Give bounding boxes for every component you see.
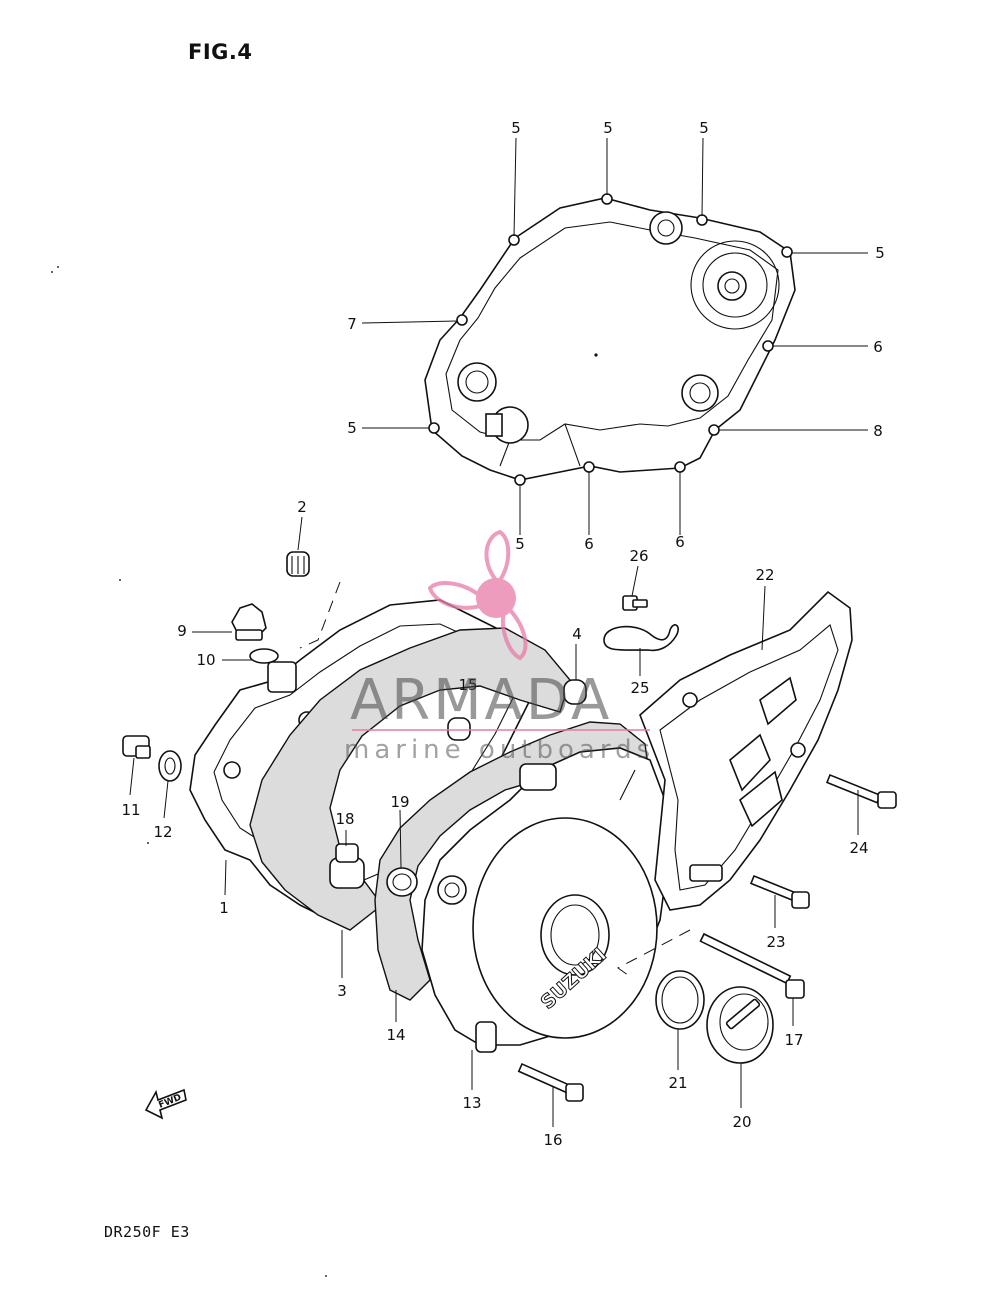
drain-plug-18 bbox=[329, 843, 365, 889]
label-21: 21 bbox=[668, 1074, 687, 1092]
timing-plug-20 bbox=[706, 986, 774, 1064]
label-5-bottom: 5 bbox=[515, 535, 525, 553]
model-code: DR250F E3 bbox=[104, 1223, 190, 1241]
label-18: 18 bbox=[335, 810, 354, 828]
label-5-top-3: 5 bbox=[699, 119, 709, 137]
label-5-right: 5 bbox=[875, 244, 885, 262]
bolt-17 bbox=[699, 932, 805, 999]
label-5-top-1: 5 bbox=[511, 119, 521, 137]
label-12: 12 bbox=[153, 823, 172, 841]
gasket-3 bbox=[249, 627, 571, 931]
clutch-cover bbox=[424, 193, 796, 486]
label-15: 15 bbox=[458, 676, 477, 694]
fwd-label: FWD bbox=[157, 1093, 183, 1111]
o-ring-21 bbox=[655, 970, 705, 1030]
dowel-pin-4 bbox=[563, 679, 587, 705]
bolt-24 bbox=[825, 773, 897, 809]
label-9: 9 bbox=[177, 622, 187, 640]
label-5-top-2: 5 bbox=[603, 119, 613, 137]
washer-12 bbox=[158, 750, 182, 782]
label-16: 16 bbox=[543, 1131, 562, 1149]
bolt-16 bbox=[517, 1062, 584, 1102]
magneto-cover: SUZUKI bbox=[421, 747, 669, 1053]
label-26: 26 bbox=[629, 547, 648, 565]
label-25: 25 bbox=[630, 679, 649, 697]
label-11: 11 bbox=[121, 801, 140, 819]
label-4: 4 bbox=[572, 625, 582, 643]
label-10: 10 bbox=[196, 651, 215, 669]
leader-lines bbox=[129, 137, 868, 1127]
oil-seal-19 bbox=[386, 867, 418, 897]
bolt-11 bbox=[122, 735, 151, 759]
label-22: 22 bbox=[755, 566, 774, 584]
watermark-propeller-icon bbox=[352, 529, 650, 731]
label-3: 3 bbox=[337, 982, 347, 1000]
watermark-subtitle: marine outboards bbox=[344, 735, 656, 765]
label-19: 19 bbox=[390, 793, 409, 811]
oil-filler-cap-9 bbox=[231, 603, 267, 641]
label-6-bottom-1: 6 bbox=[584, 535, 594, 553]
watermark-brand: ARMADA bbox=[350, 668, 613, 733]
plug-2 bbox=[286, 551, 310, 577]
bolt-23 bbox=[749, 874, 810, 909]
label-23: 23 bbox=[766, 933, 785, 951]
o-ring-10 bbox=[249, 648, 279, 664]
label-14: 14 bbox=[386, 1026, 405, 1044]
sprocket-cover bbox=[639, 590, 853, 911]
label-20: 20 bbox=[732, 1113, 751, 1131]
screw-26 bbox=[622, 595, 648, 611]
label-6-bottom-2: 6 bbox=[675, 533, 685, 551]
label-17: 17 bbox=[784, 1031, 803, 1049]
label-13: 13 bbox=[462, 1094, 481, 1112]
clamp-25 bbox=[603, 624, 679, 652]
label-7: 7 bbox=[347, 315, 357, 333]
label-1: 1 bbox=[219, 899, 229, 917]
part-number-labels: 5 5 5 5 7 6 5 8 5 6 6 2 26 22 9 4 10 15 … bbox=[121, 119, 884, 1149]
label-24: 24 bbox=[849, 839, 868, 857]
label-5-left: 5 bbox=[347, 419, 357, 437]
fwd-arrow-icon: FWD bbox=[144, 1088, 187, 1120]
figure-title: FIG.4 bbox=[188, 40, 253, 64]
label-2: 2 bbox=[297, 498, 307, 516]
label-6-right: 6 bbox=[873, 338, 883, 356]
label-8: 8 bbox=[873, 422, 883, 440]
